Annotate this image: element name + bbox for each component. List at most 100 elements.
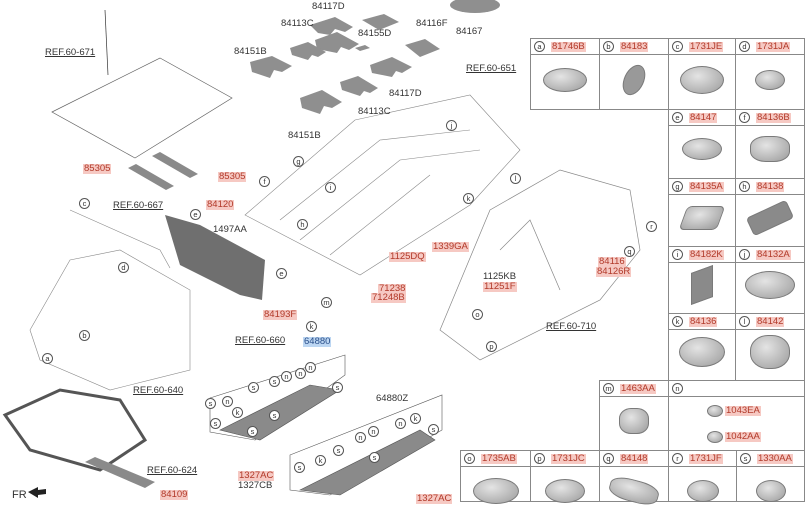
part-number: 1731JE xyxy=(689,41,724,52)
part-label[interactable]: 84116F xyxy=(416,18,448,29)
part-number: 84136 xyxy=(689,316,718,327)
subframe-pad xyxy=(85,457,155,488)
key-j: j xyxy=(739,249,750,260)
plug-icon xyxy=(545,479,585,503)
callout-e: e xyxy=(276,268,287,279)
part-number: 1330AA xyxy=(757,453,793,464)
square-plug-icon xyxy=(678,205,726,230)
part-label[interactable]: 1125KB xyxy=(483,271,517,282)
key-a: a xyxy=(534,41,545,52)
callout-s: s xyxy=(332,382,343,393)
part-label[interactable]: 84117D xyxy=(389,88,422,99)
part-label[interactable]: 85305 xyxy=(218,171,247,182)
part-label[interactable]: 1497AA xyxy=(213,224,247,235)
part-label[interactable]: 11251F xyxy=(483,281,517,292)
part-number: 1043EA xyxy=(725,405,761,416)
legend-cell-c[interactable]: c 1731JE xyxy=(668,38,736,110)
selected-part-label[interactable]: 64880 xyxy=(303,336,332,347)
part-number: 81746B xyxy=(551,41,586,52)
side-panel xyxy=(439,169,641,361)
legend-cell-a[interactable]: a 81746B xyxy=(530,38,600,110)
callout-i: i xyxy=(325,182,336,193)
callout-q: q xyxy=(624,246,635,257)
oval-plug-icon xyxy=(607,473,661,508)
part-label[interactable]: 1327AC xyxy=(238,470,275,481)
part-label[interactable]: 71238 xyxy=(378,283,407,294)
key-n: n xyxy=(672,383,683,394)
callout-s: s xyxy=(369,452,380,463)
part-number: 84182K xyxy=(689,249,724,260)
legend-cell-n[interactable]: n 1043EA 1042AA xyxy=(668,380,805,451)
ref-label[interactable]: REF.60-624 xyxy=(147,465,198,476)
ref-label[interactable]: REF.60-660 xyxy=(235,335,286,346)
part-label[interactable]: 84113C xyxy=(281,18,314,29)
part-label[interactable]: 84151B xyxy=(288,130,321,141)
front-structure xyxy=(29,209,191,391)
part-label[interactable]: 84120 xyxy=(206,199,235,210)
clip-icon xyxy=(707,431,723,443)
part-label[interactable]: 71248B xyxy=(371,292,406,303)
part-label[interactable]: 84167 xyxy=(456,26,483,37)
part-label[interactable]: 85305 xyxy=(83,163,112,174)
ref-label[interactable]: REF.60-640 xyxy=(133,385,184,396)
legend-cell-e[interactable]: e 84147 xyxy=(668,109,736,179)
key-e: e xyxy=(672,112,683,123)
callout-k: k xyxy=(410,413,421,424)
part-number: 84147 xyxy=(689,112,718,123)
part-label[interactable]: 84126R xyxy=(596,266,632,277)
part-label[interactable]: 84113C xyxy=(358,106,391,117)
key-q: q xyxy=(603,453,614,464)
part-label[interactable]: 1125DQ xyxy=(389,251,426,262)
part-label[interactable]: 64880Z xyxy=(376,393,409,404)
callout-n: n xyxy=(368,426,379,437)
ref-label[interactable]: REF.60-710 xyxy=(546,321,597,332)
callout-n: n xyxy=(395,418,406,429)
part-label[interactable]: 84117D xyxy=(312,1,345,12)
callout-l: l xyxy=(510,173,521,184)
key-i: i xyxy=(672,249,683,260)
floor-pads xyxy=(250,0,500,114)
ref-label[interactable]: REF.60-671 xyxy=(45,47,96,58)
part-label[interactable]: 84109 xyxy=(160,489,189,500)
callout-k: k xyxy=(306,321,317,332)
part-label[interactable]: 1327AC xyxy=(416,493,453,504)
clip-icon xyxy=(707,405,723,417)
ref-label[interactable]: REF.60-667 xyxy=(113,200,164,211)
legend-cell-i[interactable]: i 84182K xyxy=(668,246,736,314)
callout-n: n xyxy=(305,362,316,373)
clip-icon xyxy=(619,408,649,435)
part-label[interactable]: 1339GA xyxy=(432,241,469,252)
callout-s: s xyxy=(294,462,305,473)
part-label[interactable]: 84155D xyxy=(358,28,392,39)
callout-j: j xyxy=(446,120,457,131)
key-c: c xyxy=(672,41,683,52)
callout-s: s xyxy=(333,445,344,456)
part-label[interactable]: 84193F xyxy=(263,309,298,320)
callout-s: s xyxy=(205,398,216,409)
part-label[interactable]: 84116 xyxy=(598,256,626,267)
key-d: d xyxy=(739,41,750,52)
ref-label[interactable]: REF.60-651 xyxy=(466,63,517,74)
callout-m: m xyxy=(321,297,332,308)
callout-k: k xyxy=(315,455,326,466)
part-label[interactable]: 1327CB xyxy=(238,480,273,491)
part-label[interactable]: 84151B xyxy=(234,46,267,57)
callout-s: s xyxy=(428,424,439,435)
part-number: 1731JC xyxy=(551,453,586,464)
plug-icon xyxy=(472,478,519,504)
